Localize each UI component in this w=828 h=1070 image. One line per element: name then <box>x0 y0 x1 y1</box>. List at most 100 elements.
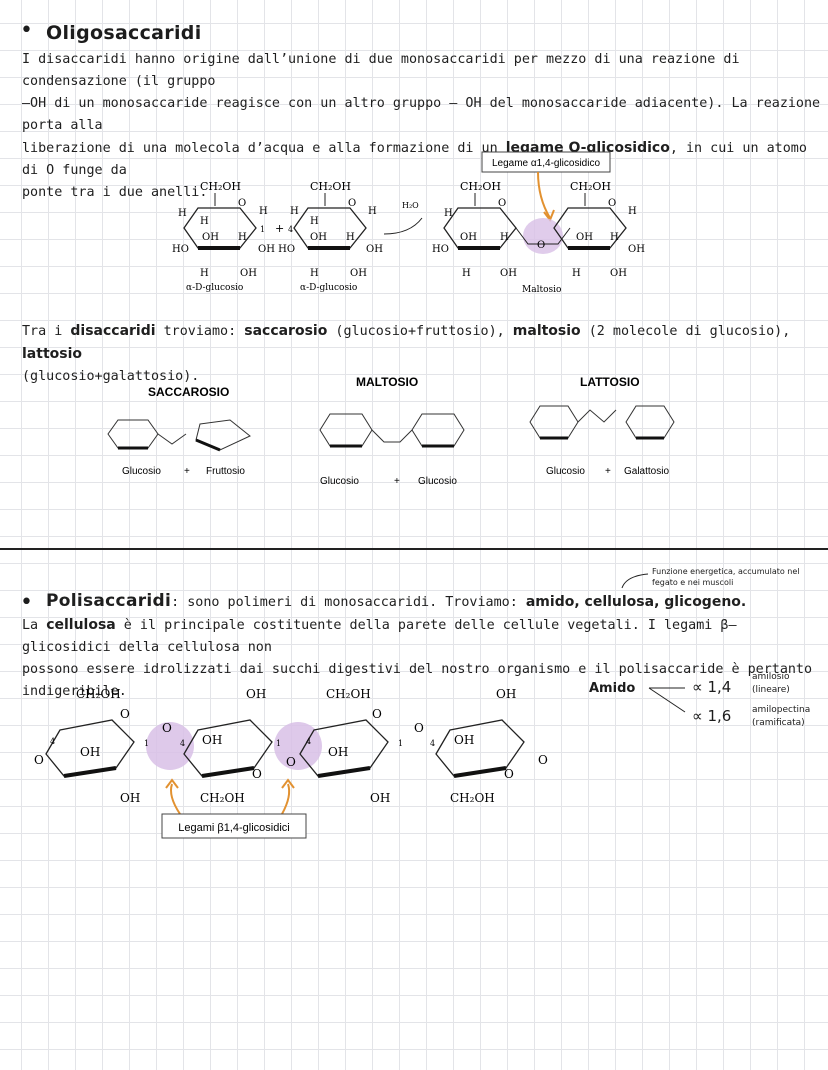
svg-text:O: O <box>504 767 514 781</box>
svg-text:4: 4 <box>430 739 435 748</box>
cellulose-ring-2: OH OH O CH₂OH 4 1 <box>180 687 281 805</box>
cellulose-bond-label: Legami β1,4-glicosidici <box>178 822 290 834</box>
svg-text:1: 1 <box>260 225 265 234</box>
title-lattosio: LATTOSIO <box>580 375 640 389</box>
svg-text:HO: HO <box>172 244 189 255</box>
cellulose-ring-3: CH₂OH O OH 4 OH 1 <box>299 687 403 805</box>
svg-text:H: H <box>238 232 247 243</box>
svg-text:OH HO: OH HO <box>258 244 295 255</box>
amido-branch-lines <box>648 687 686 713</box>
svg-text:CH₂OH: CH₂OH <box>570 180 611 193</box>
svg-text:1: 1 <box>144 739 149 748</box>
svg-text:Glucosio: Glucosio <box>122 466 161 477</box>
disaccharide-figures: SACCAROSIO Glucosio + Fruttosio MALTOSIO… <box>107 375 675 487</box>
svg-text:OH: OH <box>500 268 517 279</box>
svg-text:O: O <box>252 767 262 781</box>
svg-text:OH: OH <box>370 791 390 805</box>
svg-text:H: H <box>462 268 471 279</box>
svg-text:+: + <box>605 466 611 477</box>
para-line-1: I disaccaridi hanno origine dall’unione … <box>22 52 740 89</box>
bullet-polisaccaridi: • <box>20 590 33 615</box>
svg-text:CH₂OH: CH₂OH <box>200 180 241 193</box>
svg-text:O: O <box>34 753 44 767</box>
annotation-funzione-energetica: Funzione energetica, accumulato nel fega… <box>652 567 800 587</box>
svg-text:OH: OH <box>202 232 219 243</box>
svg-text:O: O <box>348 198 356 209</box>
svg-text:OH: OH <box>120 791 140 805</box>
svg-text:OH: OH <box>610 268 627 279</box>
svg-text:H: H <box>259 206 268 217</box>
bond-label: Legame α1,4-glicosidico <box>492 158 601 169</box>
line-polisaccaridi: Polisaccaridi: sono polimeri di monosacc… <box>46 591 747 611</box>
title-maltosio: MALTOSIO <box>356 375 418 389</box>
svg-text:Glucosio: Glucosio <box>418 476 457 487</box>
svg-text:Fruttosio: Fruttosio <box>206 466 245 477</box>
label-amilopectina: amilopectina (ramificata) <box>752 705 811 728</box>
cellulose-figure: Legami β1,4-glicosidici CH₂OH O O OH 4 O… <box>34 687 548 839</box>
word-cellulosa: cellulosa <box>46 617 116 633</box>
paragraph-disaccaridi: I disaccaridi hanno origine dall’unione … <box>22 49 822 204</box>
cellulose-ring-4: OH OH O CH₂OH 4 O <box>430 687 548 805</box>
title-saccarosio: SACCAROSIO <box>148 385 229 399</box>
svg-text:H: H <box>290 206 299 217</box>
figure-maltosio: MALTOSIO Glucosio + Glucosio <box>319 375 465 487</box>
svg-text:H: H <box>444 208 453 219</box>
paragraph-disaccaridi-list: Tra i disaccaridi troviamo: saccarosio (… <box>22 323 791 384</box>
label-amilosio: amilosio (lineare) <box>752 672 790 695</box>
svg-text:4: 4 <box>288 225 293 234</box>
svg-text:OH: OH <box>454 733 474 747</box>
svg-text:4: 4 <box>50 737 55 746</box>
label-alpha-1-4: ∝ 1,4 <box>692 678 732 696</box>
svg-text:OH: OH <box>350 268 367 279</box>
svg-text:O: O <box>120 707 130 721</box>
para-line-2: –OH di un monosaccaride reagisce con un … <box>22 96 821 133</box>
cellulose-ring-1: CH₂OH O O OH 4 OH 1 <box>34 687 149 805</box>
svg-text:H: H <box>368 206 377 217</box>
svg-text:1: 1 <box>398 739 403 748</box>
svg-text:H: H <box>310 268 319 279</box>
svg-text:CH₂OH: CH₂OH <box>76 687 121 701</box>
caption-glucose-2: α-D-glucosio <box>300 283 357 293</box>
svg-text:OH: OH <box>328 745 348 759</box>
section-divider <box>0 548 828 550</box>
svg-text:HO: HO <box>432 244 449 255</box>
svg-text:CH₂OH: CH₂OH <box>310 180 351 193</box>
maltose-molecule: CH₂OH O H OH H HO H OH O CH₂OH O H OH H … <box>432 180 645 295</box>
label-amido: Amido <box>589 681 636 696</box>
svg-text:H: H <box>610 232 619 243</box>
word-maltosio: maltosio <box>512 323 581 339</box>
word-lattosio: lattosio <box>22 346 82 362</box>
svg-text:OH: OH <box>576 232 593 243</box>
para-line-4: ponte tra i due anelli. <box>22 185 208 200</box>
heading-polisaccaridi: Polisaccaridi <box>46 591 172 611</box>
svg-text:+: + <box>394 476 400 487</box>
svg-text:OH: OH <box>366 244 383 255</box>
figure-saccarosio: SACCAROSIO Glucosio + Fruttosio <box>107 385 251 477</box>
para-line-3: liberazione di una molecola d’acqua e al… <box>22 140 807 178</box>
caption-glucose-1: α-D-glucosio <box>186 283 243 293</box>
svg-text:OH: OH <box>80 745 100 759</box>
svg-text:+: + <box>184 466 190 477</box>
svg-text:CH₂OH: CH₂OH <box>200 791 245 805</box>
svg-text:H: H <box>572 268 581 279</box>
svg-text:OH: OH <box>496 687 516 701</box>
word-saccarosio: saccarosio <box>244 323 328 339</box>
svg-text:CH₂OH: CH₂OH <box>460 180 501 193</box>
svg-text:CH₂OH: CH₂OH <box>326 687 371 701</box>
svg-text:OH: OH <box>240 268 257 279</box>
svg-text:O: O <box>238 198 246 209</box>
glucose-ring-1: CH₂OH O H H H OH H HO OH HO H OH 1 α-D-g… <box>172 180 295 293</box>
svg-text:H: H <box>200 268 209 279</box>
svg-text:OH: OH <box>460 232 477 243</box>
svg-text:OH: OH <box>628 244 645 255</box>
svg-text:4: 4 <box>180 739 185 748</box>
svg-text:H: H <box>178 208 187 219</box>
figure-lattosio: LATTOSIO Glucosio + Galattosio <box>529 375 675 477</box>
svg-text:H: H <box>500 232 509 243</box>
heading-oligosaccaridi: Oligosaccaridi <box>46 22 202 44</box>
svg-text:H: H <box>628 206 637 217</box>
maltose-formation-figure: Legame α1,4-glicosidico CH₂OH O H H H OH… <box>172 151 645 295</box>
svg-text:H: H <box>310 216 319 227</box>
glucose-ring-2: CH₂OH O H H H OH H OH 4 H OH α-D-glucosi… <box>288 180 383 293</box>
svg-text:OH: OH <box>246 687 266 701</box>
